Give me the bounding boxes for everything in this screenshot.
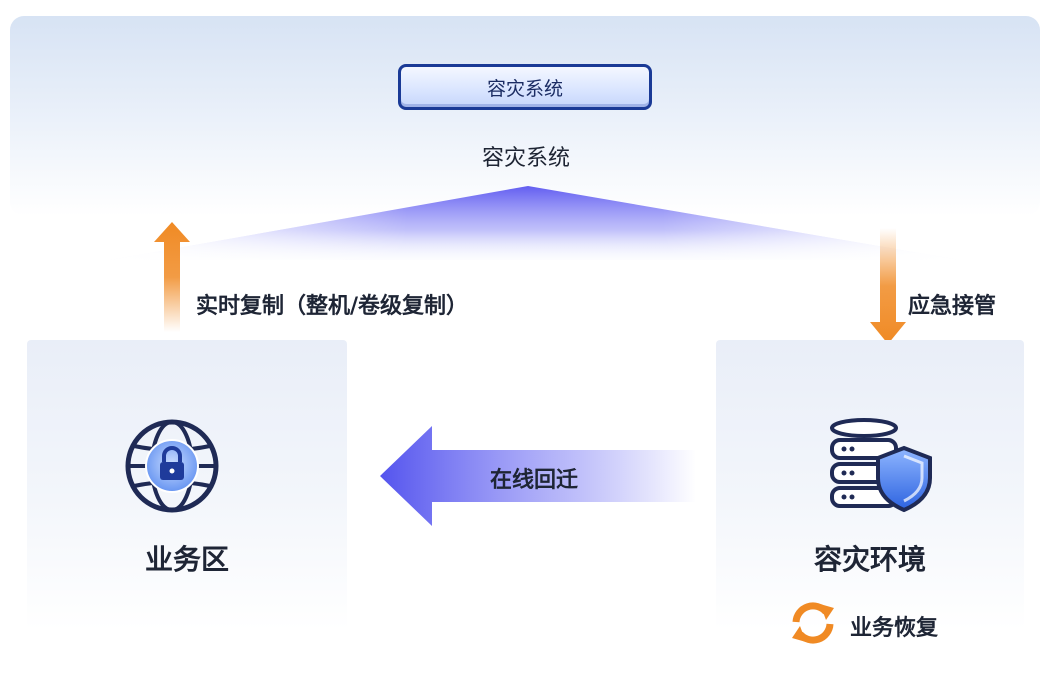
migration-label: 在线回迁 xyxy=(490,468,579,493)
business-recovery-label: 业务恢复 xyxy=(850,616,939,641)
globe-lock-icon xyxy=(125,419,219,513)
recovery-environment-box xyxy=(716,340,1024,630)
takeover-arrow xyxy=(870,228,906,344)
takeover-label: 应急接管 xyxy=(908,294,997,319)
database-shield-icon xyxy=(830,418,932,513)
refresh-icon xyxy=(792,602,834,644)
recovery-environment-label: 容灾环境 xyxy=(813,543,926,576)
disaster-recovery-system-button[interactable]: 容灾系统 xyxy=(398,64,652,110)
system-button-label: 容灾系统 xyxy=(486,77,563,100)
disaster-recovery-system-panel xyxy=(10,16,1040,216)
system-title: 容灾系统 xyxy=(481,146,570,171)
replication-arrow xyxy=(154,222,190,332)
system-roof-shape xyxy=(110,186,960,260)
migration-arrow xyxy=(380,426,696,526)
replication-label: 实时复制（整机/卷级复制） xyxy=(196,294,469,319)
business-zone-label: 业务区 xyxy=(144,543,229,576)
